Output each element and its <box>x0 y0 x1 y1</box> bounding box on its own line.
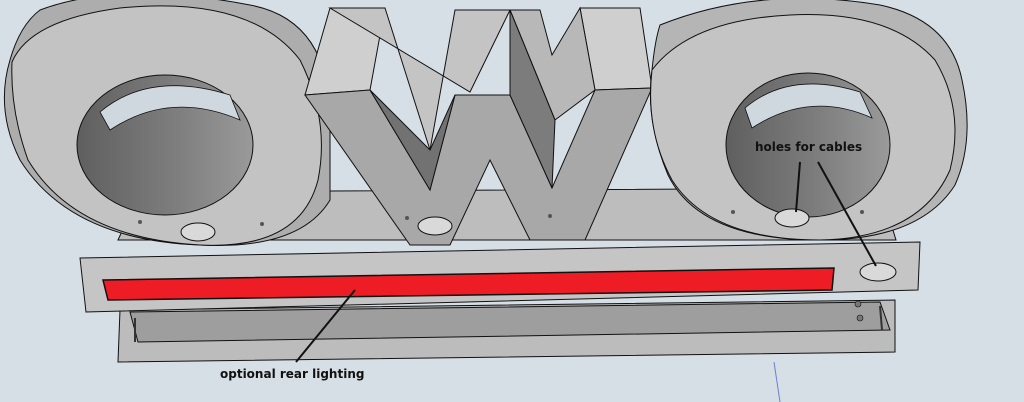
lower-tray <box>117 299 896 363</box>
screw-hole <box>138 220 142 224</box>
screw-hole <box>854 300 862 308</box>
axis-line <box>773 361 781 402</box>
letter-o-right <box>649 0 968 241</box>
screw-hole <box>405 216 409 220</box>
letter-o-left <box>3 0 331 246</box>
screw-hole <box>731 210 735 214</box>
cable-hole-left <box>180 222 216 242</box>
cable-hole-bar <box>859 262 897 282</box>
screw-hole <box>856 314 864 322</box>
front-bar <box>79 241 921 313</box>
annotation-leaders <box>295 161 877 363</box>
cable-hole-right-o <box>774 208 810 228</box>
cable-hole-w <box>417 216 453 236</box>
screw-hole <box>860 210 864 214</box>
screw-hole <box>548 214 552 218</box>
letter-w <box>304 6 653 246</box>
screw-hole <box>260 222 264 226</box>
rear-lighting-strip <box>102 267 835 301</box>
rear-lighting-label: optional rear lighting <box>220 367 364 381</box>
holes-for-cables-label: holes for cables <box>755 140 862 154</box>
